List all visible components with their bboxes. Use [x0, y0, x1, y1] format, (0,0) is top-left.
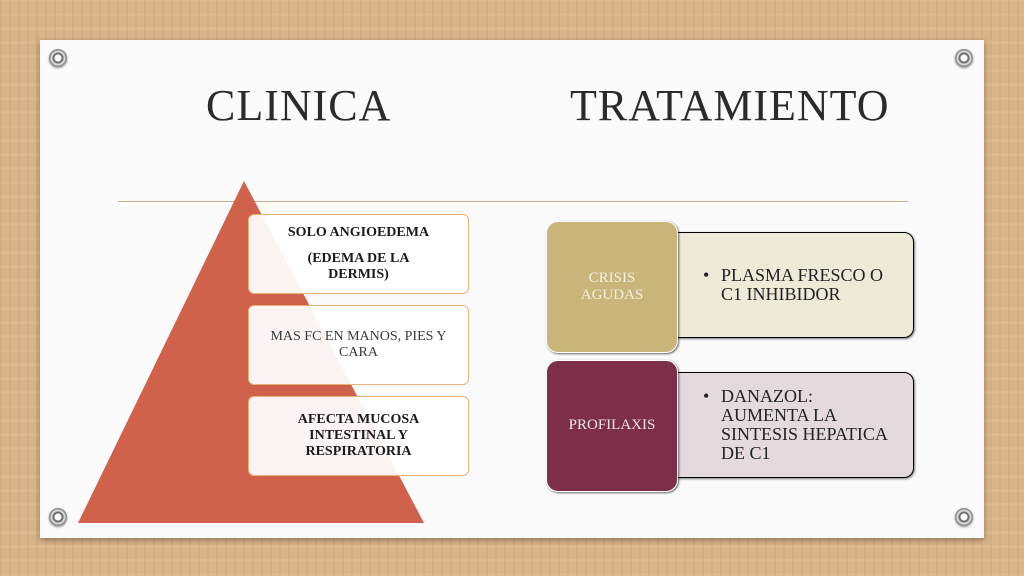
- pyramid-level-1-line-1: SOLO ANGIOEDEMA: [287, 224, 430, 240]
- grommet-icon: [49, 508, 67, 526]
- grommet-icon: [955, 508, 973, 526]
- grommet-icon: [49, 49, 67, 67]
- title-divider: [118, 201, 908, 202]
- treatment-label-profilaxis-text: PROFILAXIS: [568, 417, 656, 434]
- treatment-detail-profilaxis-text: DANAZOL: AUMENTA LA SINTESIS HEPATICA DE…: [703, 387, 899, 463]
- pyramid-level-2: MAS FC EN MANOS, PIES Y CARA: [248, 305, 469, 385]
- treatment-label-crisis: CRISIS AGUDAS: [546, 221, 678, 353]
- treatment-detail-crisis: PLASMA FRESCO O C1 INHIBIDOR: [668, 232, 914, 338]
- title-clinica: CLINICA: [206, 81, 392, 130]
- grommet-icon: [955, 49, 973, 67]
- treatment-detail-profilaxis: DANAZOL: AUMENTA LA SINTESIS HEPATICA DE…: [668, 372, 914, 478]
- pyramid-level-3-text: AFECTA MUCOSA INTESTINAL Y RESPIRATORIA: [297, 411, 420, 460]
- pyramid-level-1: SOLO ANGIOEDEMA (EDEMA DE LA DERMIS): [248, 214, 469, 294]
- pyramid-level-2-text: MAS FC EN MANOS, PIES Y CARA: [270, 328, 447, 360]
- title-tratamiento: TRATAMIENTO: [570, 81, 890, 130]
- pyramid-level-3: AFECTA MUCOSA INTESTINAL Y RESPIRATORIA: [248, 396, 469, 476]
- treatment-detail-crisis-text: PLASMA FRESCO O C1 INHIBIDOR: [703, 266, 899, 304]
- pyramid-level-1-line-2: (EDEMA DE LA DERMIS): [307, 250, 410, 283]
- treatment-label-crisis-text: CRISIS AGUDAS: [580, 269, 644, 303]
- treatment-label-profilaxis: PROFILAXIS: [546, 360, 678, 492]
